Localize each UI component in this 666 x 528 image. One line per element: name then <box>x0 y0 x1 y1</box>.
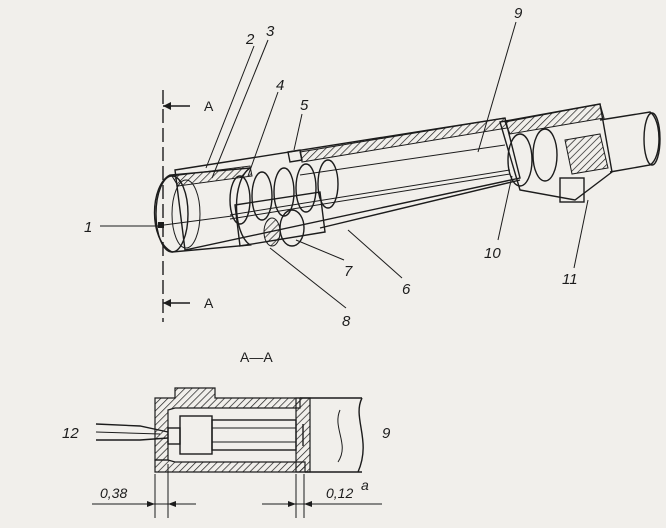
section-view <box>95 387 364 473</box>
dim-right-arrow-a <box>288 501 296 507</box>
leader-5 <box>293 113 303 151</box>
rear-thread-hatch <box>564 133 609 175</box>
leader-4 <box>247 91 279 177</box>
callout-11: 11 <box>562 271 578 288</box>
leader-11 <box>573 199 589 269</box>
leader-3 <box>211 39 269 179</box>
tube-inner-wire-2 <box>229 173 511 220</box>
section-electrode <box>167 427 181 445</box>
rear-ring-1 <box>507 133 533 187</box>
shell-bottom-hatch <box>154 459 306 473</box>
insulator-body <box>211 419 297 451</box>
rear-ring-2 <box>532 128 558 182</box>
leader-7 <box>295 239 345 261</box>
callout-8: 8 <box>342 313 351 330</box>
leader-12 <box>95 431 161 435</box>
thread-sleeve <box>234 191 326 247</box>
callout-3: 3 <box>266 23 275 40</box>
dim-right-superscript: a <box>361 477 369 493</box>
dim-left-arrow-b <box>168 501 176 507</box>
bead-3 <box>273 167 295 217</box>
callout-9b: 9 <box>382 425 391 442</box>
callout-4: 4 <box>276 77 284 94</box>
callout-2: 2 <box>245 31 255 48</box>
rear-cable <box>599 111 660 173</box>
bead-1 <box>229 175 251 225</box>
section-mark-top: A <box>204 98 214 114</box>
callout-7: 7 <box>344 263 353 280</box>
callout-6: 6 <box>402 281 411 298</box>
leader-10 <box>497 175 513 241</box>
assembly-view <box>153 103 661 253</box>
tube-inner-line <box>299 144 506 176</box>
tube-break <box>357 397 364 473</box>
leader-8 <box>269 247 347 309</box>
front-cap-rim <box>171 179 201 249</box>
insulator-cap <box>179 415 213 455</box>
rear-nut-hatch <box>504 103 605 135</box>
callout-10: 10 <box>484 245 501 262</box>
section-line: A A <box>162 90 214 322</box>
wire-12-upper <box>95 423 169 433</box>
wire-12-lower <box>96 437 169 441</box>
collar <box>287 149 303 163</box>
shell-top-hatch <box>154 387 301 461</box>
callout-9: 9 <box>514 5 523 22</box>
section-arrowhead-bottom <box>163 299 171 307</box>
bead-4 <box>295 163 317 213</box>
bead-5 <box>317 159 339 209</box>
leader-9 <box>477 21 517 153</box>
section-arrowhead-top <box>163 102 171 110</box>
bead-group <box>229 159 339 225</box>
electrode-tip <box>158 222 164 228</box>
thread-coil <box>263 217 281 247</box>
rear-cable-end <box>643 112 661 166</box>
tube-wall-hatch <box>299 117 508 163</box>
callout-1: 1 <box>84 219 92 236</box>
electrode-wire <box>163 215 233 226</box>
front-cap-hatch <box>171 165 253 187</box>
dim-left-value: 0,38 <box>100 485 127 501</box>
leader-2 <box>205 45 255 169</box>
dim-left-arrow-a <box>147 501 155 507</box>
callout-12: 12 <box>62 425 79 442</box>
section-mark-bottom: A <box>204 295 214 311</box>
dim-right-arrow-b <box>304 501 312 507</box>
rear-block <box>559 177 585 203</box>
front-cap <box>153 167 252 253</box>
bead-2 <box>251 171 273 221</box>
dimensions: 0,38 0,12 a <box>92 464 382 518</box>
thread-ring <box>279 209 305 247</box>
tube-break-inner <box>337 409 343 463</box>
leader-lines <box>100 21 589 309</box>
callouts: 1 2 3 4 5 6 7 8 9 10 11 <box>84 5 578 330</box>
tube-body <box>174 117 521 251</box>
tube-bottom-edge <box>319 179 521 229</box>
dim-right-value: 0,12 <box>326 485 353 501</box>
callout-5: 5 <box>300 97 309 114</box>
leader-6 <box>347 229 403 279</box>
section-title: A—A <box>240 349 273 365</box>
